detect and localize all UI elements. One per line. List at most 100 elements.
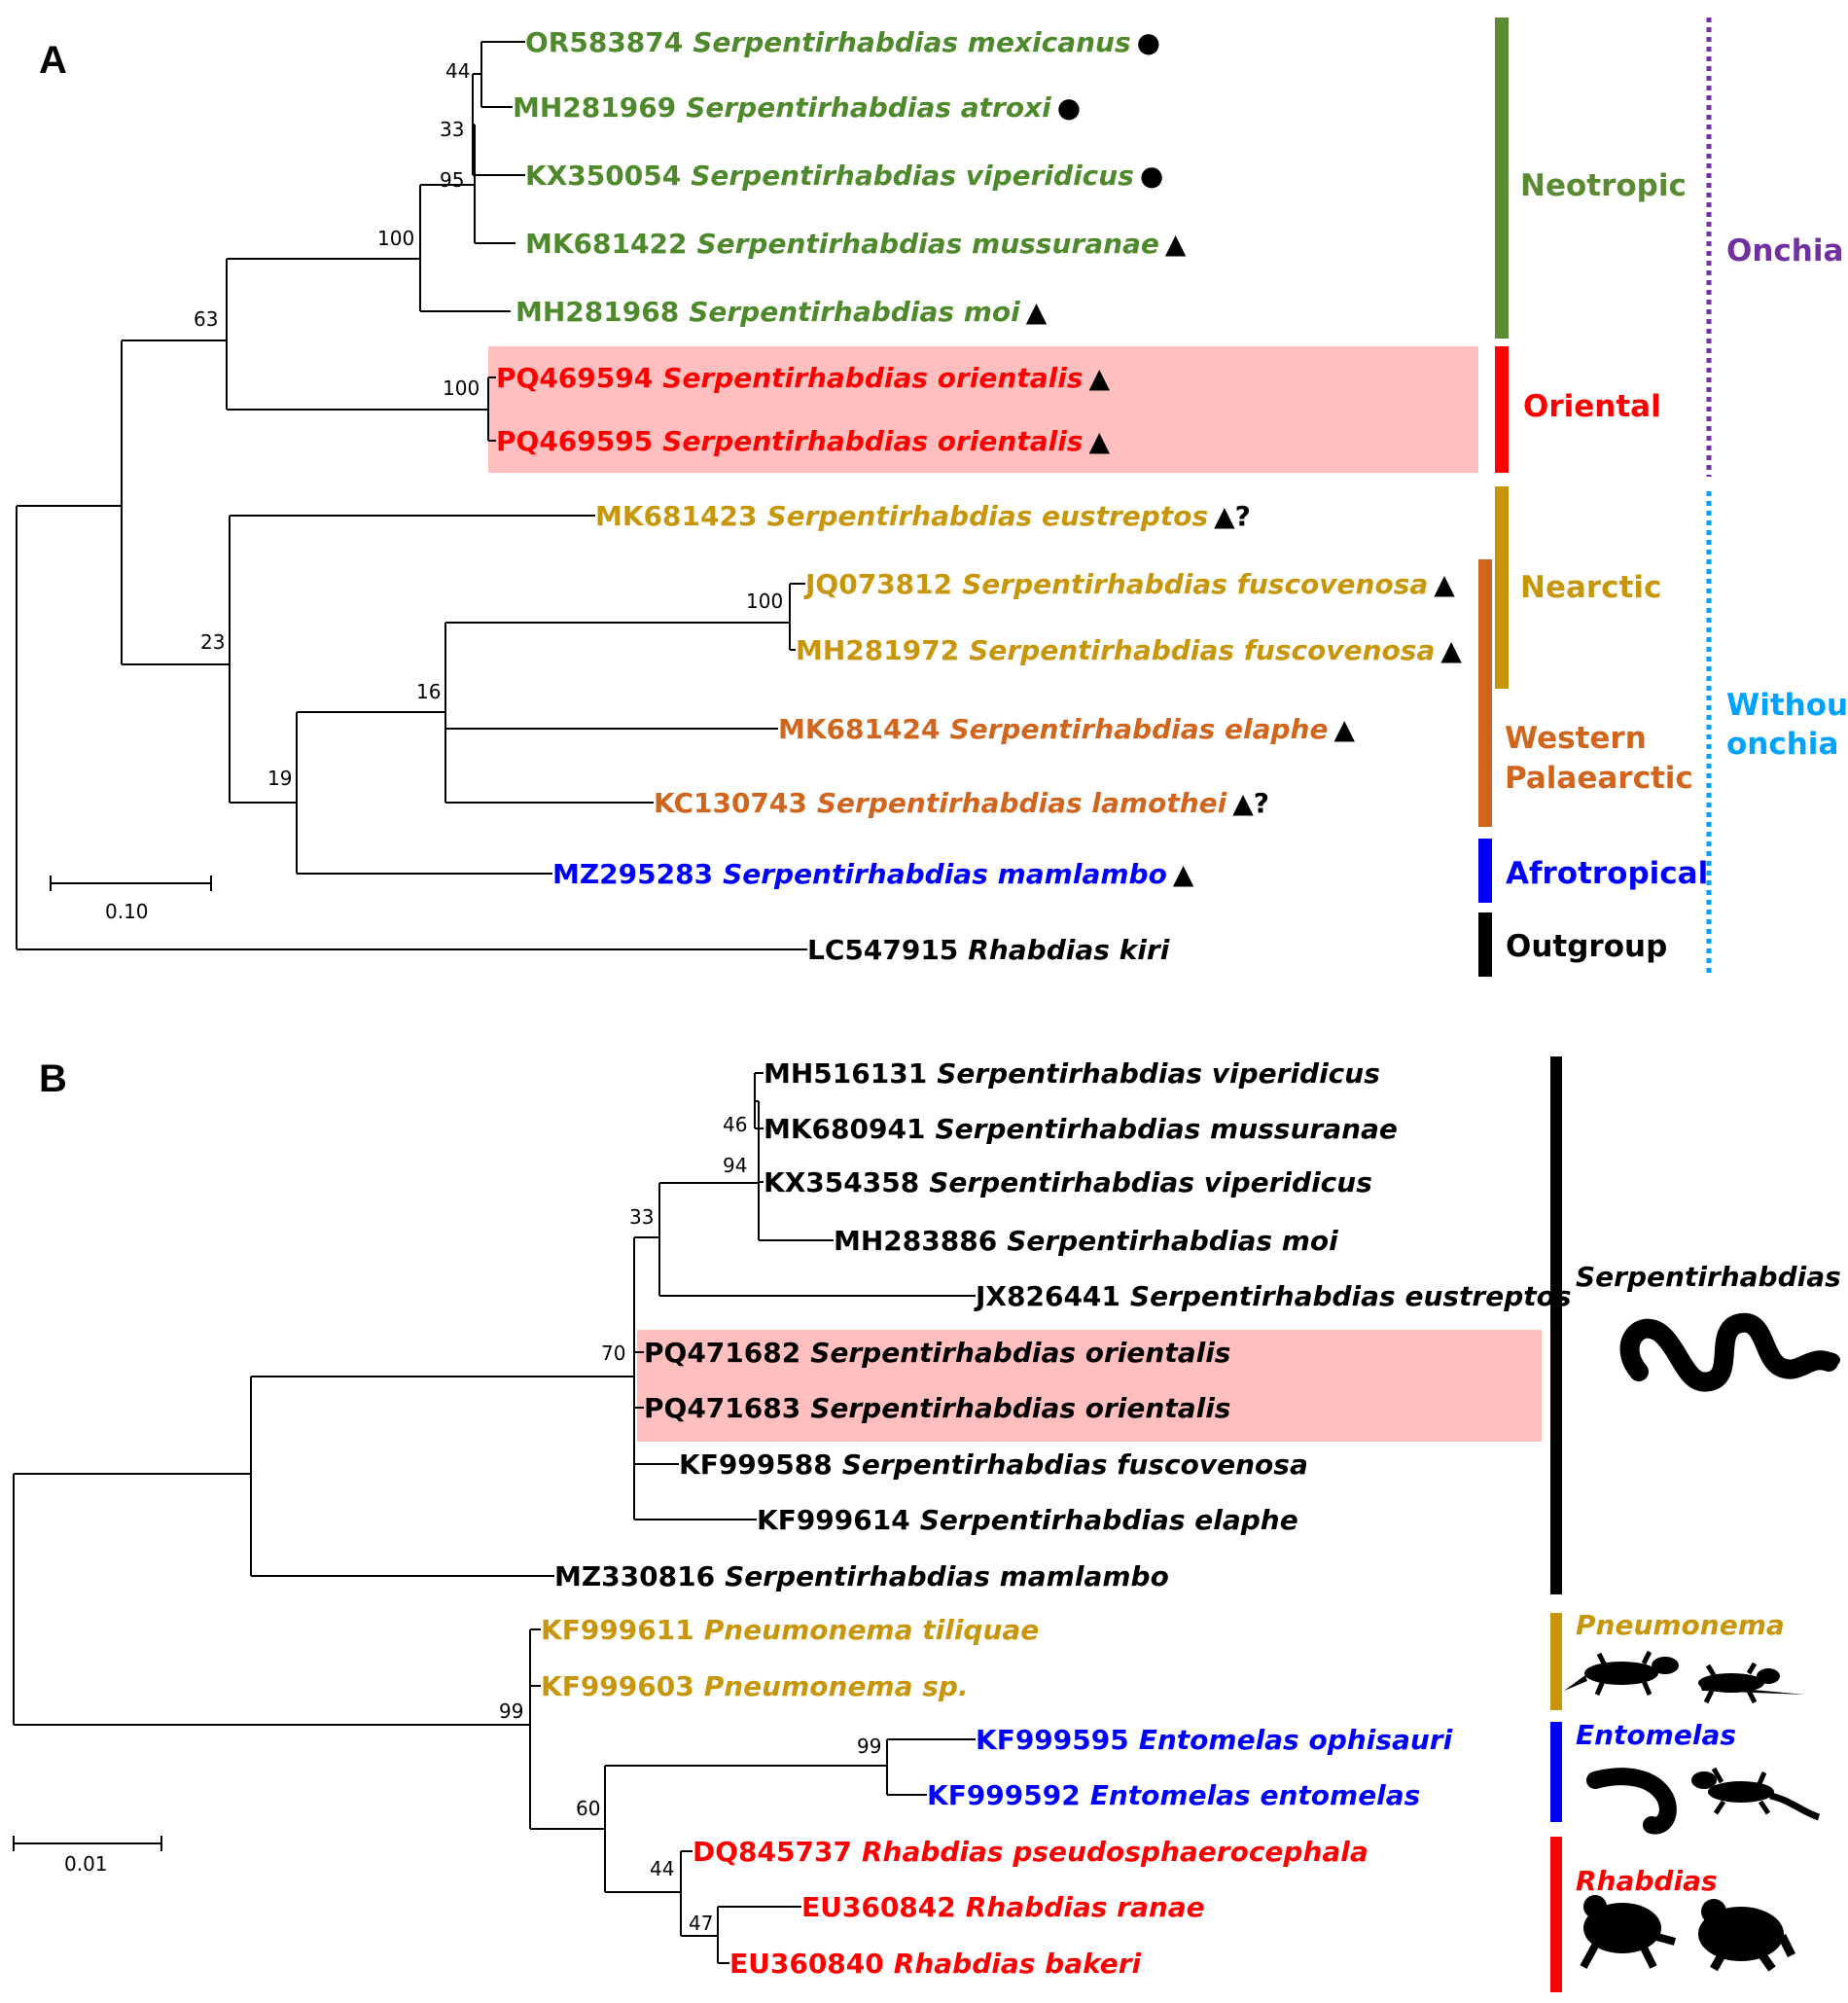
without-onchia-label-2: onchia bbox=[1726, 727, 1838, 762]
bootstrap-label: 99 bbox=[857, 1735, 881, 1758]
snake-icon bbox=[1619, 1312, 1840, 1392]
region-labels-a: Neotropic Oriental Nearctic Western Pala… bbox=[1505, 168, 1848, 964]
triangle-marker-icon: ▲ bbox=[1214, 500, 1235, 532]
lizard-icon bbox=[1691, 1767, 1821, 1821]
species-name: Serpentirhabdias viperidicus bbox=[929, 1166, 1372, 1198]
without-onchia-label-1: Without bbox=[1726, 688, 1848, 723]
slowworm-icon bbox=[1586, 1768, 1677, 1835]
region-bars-a bbox=[1478, 18, 1712, 977]
region-label-western: Western bbox=[1505, 721, 1647, 756]
species-name: Serpentirhabdias lamothei bbox=[817, 787, 1227, 819]
bootstrap-values-b: 46 94 33 70 99 99 60 44 47 bbox=[499, 1113, 881, 1935]
bootstrap-label: 47 bbox=[689, 1912, 713, 1935]
genus-labels-b: Serpentirhabdias Pneumonema Entomelas Rh… bbox=[1576, 1261, 1841, 1897]
circle-marker-icon: ● bbox=[1057, 91, 1081, 124]
species-name: Serpentirhabdias fuscovenosa bbox=[962, 568, 1428, 600]
species-name: Serpentirhabdias mexicanus bbox=[693, 26, 1130, 58]
accession-number: PQ469595 bbox=[496, 425, 653, 457]
accession-number: MH281968 bbox=[515, 296, 679, 328]
panel-a: A bbox=[16, 18, 1848, 977]
bootstrap-label: 23 bbox=[200, 630, 225, 654]
region-label-palaearctic: Palaearctic bbox=[1505, 761, 1693, 796]
species-name: Serpentirhabdias moi bbox=[1007, 1225, 1338, 1257]
uncertain-marker: ? bbox=[1235, 500, 1251, 532]
bootstrap-label: 99 bbox=[499, 1699, 523, 1723]
afrotropical-bar bbox=[1478, 839, 1492, 903]
scale-bar-b: 0.01 bbox=[13, 1836, 162, 1876]
accession-number: MK681423 bbox=[595, 500, 757, 532]
region-label-oriental: Oriental bbox=[1523, 389, 1661, 424]
western-palaearctic-bar bbox=[1478, 559, 1492, 827]
genus-bars-b bbox=[1550, 1056, 1562, 1992]
accession-number: KC130743 bbox=[654, 787, 807, 819]
toad-icon bbox=[1698, 1899, 1796, 1972]
accession-number: MH283886 bbox=[834, 1225, 997, 1257]
triangle-marker-icon: ▲ bbox=[1088, 425, 1110, 457]
bootstrap-label: 100 bbox=[746, 590, 783, 613]
accession-number: MZ330816 bbox=[554, 1560, 715, 1592]
accession-number: KX354358 bbox=[764, 1166, 919, 1198]
bootstrap-label: 33 bbox=[629, 1205, 654, 1229]
species-name: Serpentirhabdias fuscovenosa bbox=[842, 1449, 1308, 1481]
species-name: Rhabdias ranae bbox=[966, 1891, 1205, 1923]
triangle-marker-icon: ▲ bbox=[1173, 858, 1194, 890]
triangle-marker-icon: ▲ bbox=[1026, 296, 1048, 328]
orientalis-highlight bbox=[637, 1330, 1542, 1442]
onchia-label: Onchia bbox=[1726, 233, 1843, 268]
species-name: Serpentirhabdias mussuranae bbox=[696, 228, 1158, 260]
outgroup-bar bbox=[1478, 912, 1492, 977]
accession-number: PQ471683 bbox=[644, 1392, 800, 1424]
species-name: Entomelas entomelas bbox=[1090, 1779, 1421, 1811]
tree-a-branches bbox=[16, 41, 807, 950]
bootstrap-label: 100 bbox=[443, 376, 480, 400]
bootstrap-label: 60 bbox=[576, 1797, 600, 1820]
accession-number: MK680941 bbox=[764, 1113, 925, 1145]
accession-number: PQ469594 bbox=[496, 362, 653, 394]
accession-number: KF999611 bbox=[541, 1614, 694, 1646]
skink-icon bbox=[1564, 1650, 1679, 1696]
frog-icon bbox=[1580, 1895, 1677, 1969]
region-label-neotropic: Neotropic bbox=[1520, 168, 1687, 203]
species-name: Serpentirhabdias orientalis bbox=[662, 425, 1083, 457]
neotropic-bar bbox=[1495, 18, 1509, 339]
species-name: Serpentirhabdias viperidicus bbox=[691, 160, 1134, 192]
oriental-bar bbox=[1495, 346, 1509, 473]
genus-label-pneumonema: Pneumonema bbox=[1576, 1609, 1785, 1641]
accession-number: KX350054 bbox=[525, 160, 681, 192]
accession-number: JX826441 bbox=[974, 1280, 1120, 1312]
species-name: Serpentirhabdias eustreptos bbox=[766, 500, 1208, 532]
leaf-label: MK680941 Serpentirhabdias mussuranae bbox=[764, 1113, 1398, 1145]
scale-bar-a-label: 0.10 bbox=[105, 900, 149, 923]
species-name: Rhabdias kiri bbox=[968, 934, 1169, 966]
species-name: Serpentirhabdias moi bbox=[689, 296, 1020, 328]
leaf-label: MK681423 Serpentirhabdias eustreptos▲? bbox=[595, 500, 1251, 532]
accession-number: MK681424 bbox=[778, 713, 940, 745]
species-name: Rhabdias pseudosphaerocephala bbox=[862, 1836, 1368, 1868]
genus-label-rhabdias: Rhabdias bbox=[1576, 1865, 1718, 1897]
species-name: Serpentirhabdias atroxi bbox=[686, 91, 1051, 124]
panel-a-label: A bbox=[39, 39, 67, 82]
bootstrap-label: 16 bbox=[416, 680, 441, 703]
panel-b-label: B bbox=[39, 1057, 67, 1100]
accession-number: KF999603 bbox=[541, 1670, 694, 1702]
accession-number: KF999595 bbox=[976, 1724, 1129, 1756]
accession-number: EU360840 bbox=[729, 1948, 884, 1980]
species-name: Serpentirhabdias orientalis bbox=[810, 1337, 1230, 1369]
genus-label-entomelas: Entomelas bbox=[1576, 1719, 1736, 1751]
accession-number: MZ295283 bbox=[552, 858, 713, 890]
species-name: Serpentirhabdias mussuranae bbox=[935, 1113, 1397, 1145]
